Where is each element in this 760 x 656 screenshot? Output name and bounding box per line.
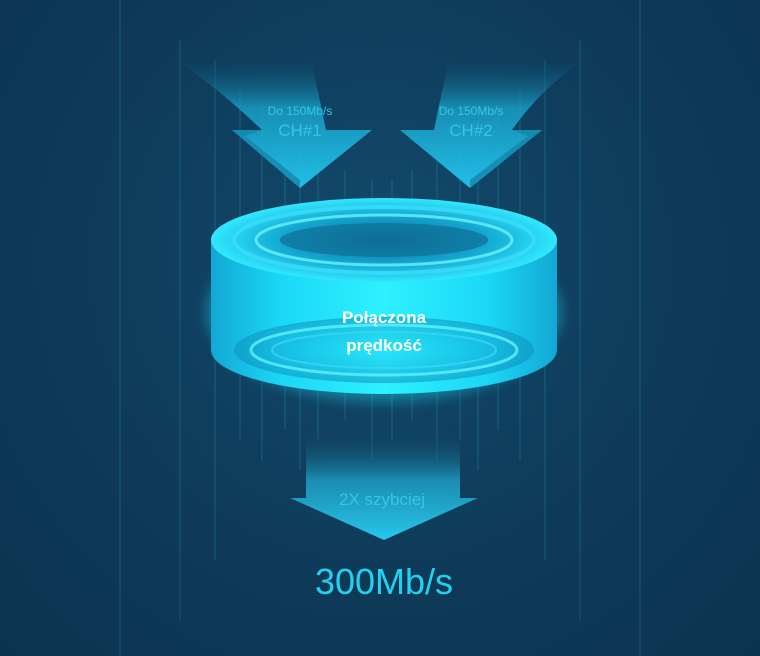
faster-label: 2X szybciej [339,490,425,509]
center-label-line2: prędkość [346,336,422,355]
channel-2-speed: Do 150Mb/s [438,104,504,118]
channel-1-arrow [182,64,372,188]
combine-cylinder [206,198,562,402]
channel-1-name: CH#1 [278,121,322,140]
channel-2-name: CH#2 [449,121,493,140]
center-label-line1: Połączona [341,308,427,327]
result-speed: 300Mb/s [314,561,454,602]
channel-2-arrow [400,64,578,188]
output-arrow [290,430,478,540]
channel-1-speed: Do 150Mb/s [267,104,333,118]
